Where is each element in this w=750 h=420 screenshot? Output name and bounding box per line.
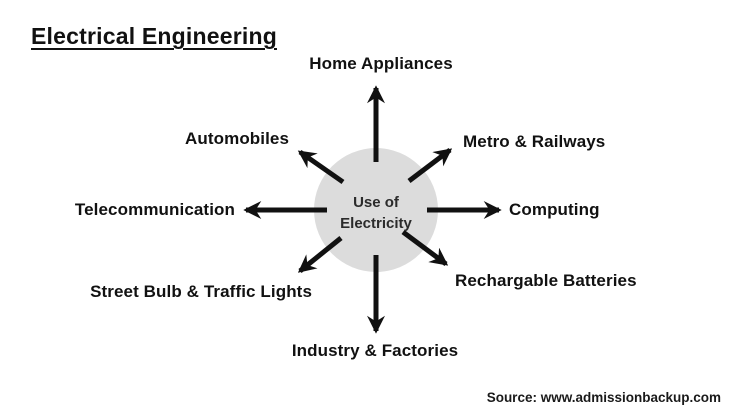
label-computing: Computing [509,200,600,219]
arrow-up-left [297,149,345,185]
hub-label-line1: Use of [353,194,400,211]
label-street-bulb-traffic-lights: Street Bulb & Traffic Lights [90,282,312,301]
label-rechargable-batteries: Rechargable Batteries [455,271,637,290]
arrow-down-right [401,229,449,267]
page-title: Electrical Engineering [31,23,277,49]
label-metro-railways: Metro & Railways [463,132,606,151]
hub-label-line2: Electricity [340,215,412,232]
source-credit: Source: www.admissionbackup.com [486,390,721,405]
spoke-arrows [243,85,502,334]
label-home-appliances: Home Appliances [309,54,453,73]
arrow-up-right [407,148,453,183]
label-automobiles: Automobiles [185,129,290,148]
label-industry-factories: Industry & Factories [291,341,459,360]
label-telecommunication: Telecommunication [74,200,235,219]
arrow-down-left [297,236,343,273]
hub-circle [314,148,438,272]
